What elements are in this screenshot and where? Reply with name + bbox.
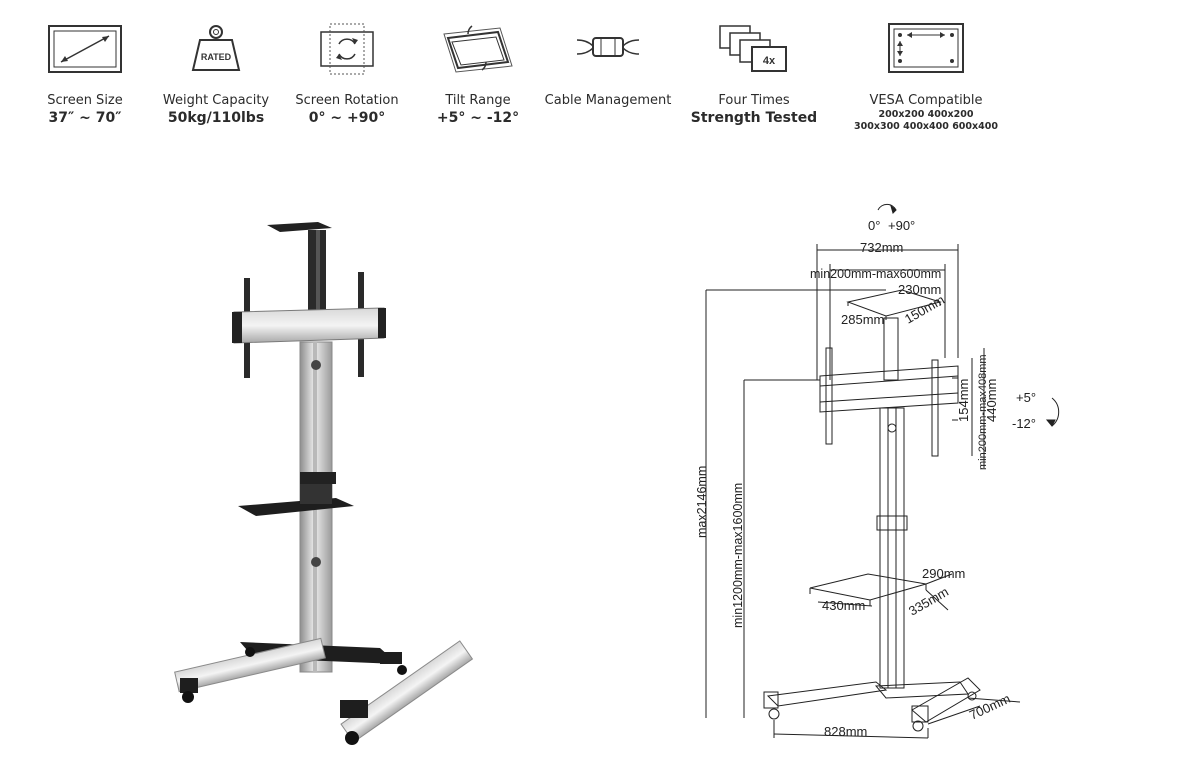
feature-screen-size: Screen Size 37″ ~ 70″ bbox=[10, 20, 160, 127]
feature-value: Strength Tested bbox=[690, 110, 818, 126]
feature-weight-capacity: RATED Weight Capacity 50kg/110lbs bbox=[141, 20, 291, 127]
max-height-label: max2146mm bbox=[695, 466, 709, 538]
middle-shelf bbox=[238, 472, 354, 516]
rotation-arrow-icon bbox=[877, 203, 897, 211]
rolling-base bbox=[174, 637, 474, 745]
feature-label: Weight Capacity bbox=[162, 93, 270, 108]
camera-shelf bbox=[267, 222, 332, 310]
vesa-width-label: min200mm-max600mm bbox=[810, 267, 941, 281]
weight-capacity-icon: RATED bbox=[141, 20, 291, 86]
tilt-down-label: -12° bbox=[1012, 416, 1036, 431]
arm-height-label: 440mm bbox=[984, 379, 999, 422]
feature-value: 50kg/110lbs bbox=[167, 110, 265, 126]
feature-label: Cable Management bbox=[544, 93, 672, 108]
tv-stand-product-image bbox=[174, 222, 474, 745]
screen-rotation-icon bbox=[272, 20, 422, 86]
center-height-label: min1200mm-max1600mm bbox=[731, 483, 745, 628]
vesa-height-label: min200mm-max408mm bbox=[977, 354, 989, 470]
rated-text: RATED bbox=[201, 52, 232, 62]
strength-tested-icon: 4x bbox=[679, 20, 829, 86]
vesa-sizes-line-1: 200x200 400x200 bbox=[878, 109, 974, 120]
screen-size-icon bbox=[10, 20, 160, 86]
feature-value: +5° ~ -12° bbox=[436, 110, 520, 126]
feature-strength-tested: 4x Four Times Strength Tested bbox=[679, 20, 829, 127]
feature-label: Four Times bbox=[718, 93, 790, 108]
feature-value: 37″ ~ 70″ bbox=[48, 110, 122, 126]
shelf-width-label: 290mm bbox=[922, 566, 965, 581]
dimension-diagram: 0° +90° 732mm min200mm-max600mm 230mm 28… bbox=[695, 203, 1060, 739]
feature-label: Screen Size bbox=[47, 93, 123, 108]
feature-value: 0° ~ +90° bbox=[308, 110, 386, 126]
top-shelf-width-label: 230mm bbox=[898, 282, 941, 297]
cable-management-icon bbox=[533, 20, 683, 86]
feature-label: Tilt Range bbox=[445, 93, 511, 108]
tilt-arrow-icon bbox=[1051, 397, 1060, 427]
feature-label: Screen Rotation bbox=[295, 93, 399, 108]
feature-vesa: VESA Compatible 200x200 400x200 300x300 … bbox=[846, 20, 1006, 133]
base-width-label: 828mm bbox=[824, 724, 867, 739]
mount-width-label: 732mm bbox=[860, 240, 903, 255]
mounting-arm bbox=[232, 307, 386, 344]
feature-label: VESA Compatible bbox=[869, 93, 983, 108]
tilt-range-icon bbox=[403, 20, 553, 86]
four-x-text: 4x bbox=[763, 55, 776, 67]
shelf-front-label: 430mm bbox=[822, 598, 865, 613]
rotation-0-label: 0° bbox=[868, 218, 880, 233]
vesa-sizes-line-2: 300x300 400x400 600x400 bbox=[854, 121, 998, 132]
feature-tilt-range: Tilt Range +5° ~ -12° bbox=[403, 20, 553, 127]
tilt-up-label: +5° bbox=[1016, 390, 1036, 405]
feature-screen-rotation: Screen Rotation 0° ~ +90° bbox=[272, 20, 422, 127]
top-shelf-depth-a-label: 285mm bbox=[841, 312, 884, 327]
rotation-90-label: +90° bbox=[888, 218, 915, 233]
feature-cable-management: Cable Management bbox=[533, 20, 683, 109]
shelf-depth-label: 335mm bbox=[906, 584, 951, 619]
bracket-height-label: 154mm bbox=[956, 379, 971, 422]
vesa-icon bbox=[846, 20, 1006, 86]
base-depth-label: 700mm bbox=[967, 691, 1013, 723]
